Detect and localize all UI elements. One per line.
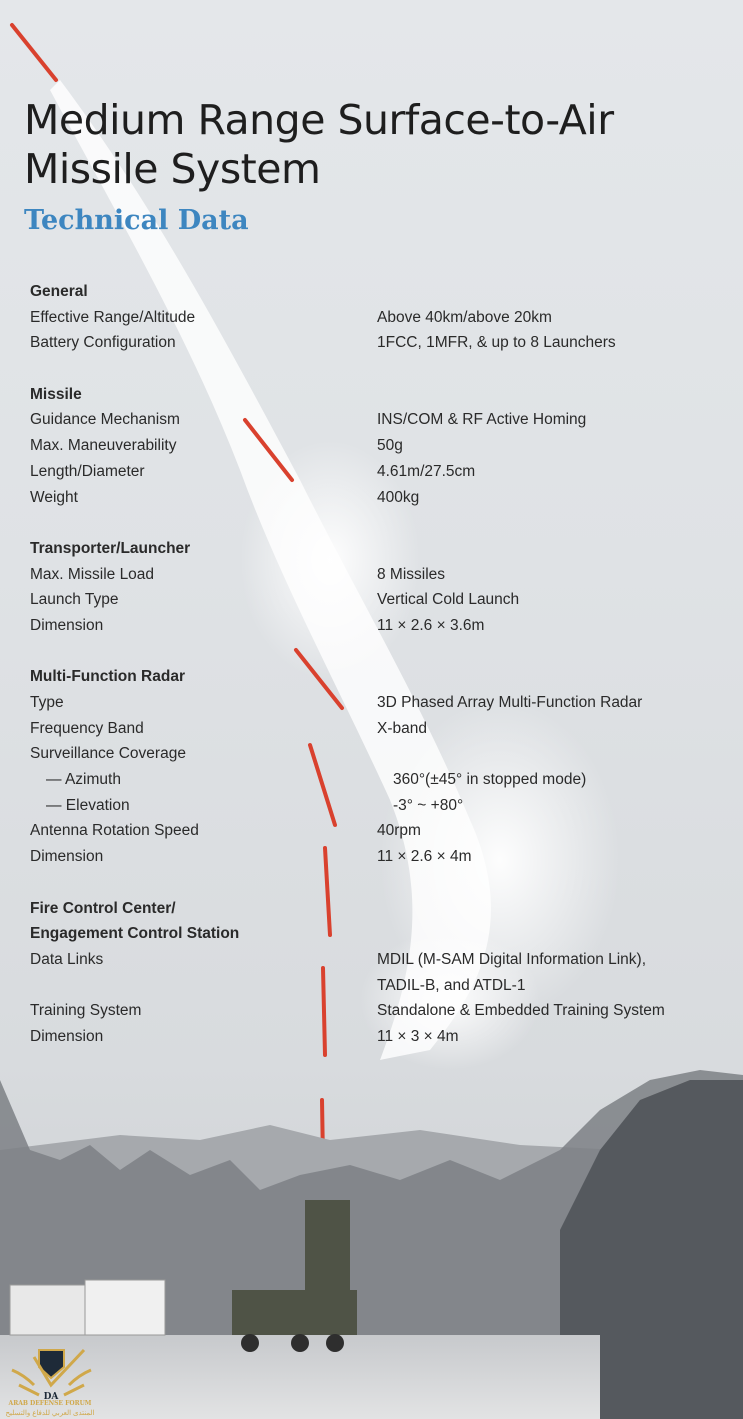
- title-line-2: Missile System: [24, 145, 321, 193]
- treeline: [0, 1070, 743, 1419]
- spec-row: — Azimuth 360°(±45° in stopped mode): [30, 767, 730, 793]
- section-fcc-title-2: Engagement Control Station: [30, 925, 240, 943]
- spec-label: Launch Type: [30, 591, 119, 609]
- spec-value: 1FCC, 1MFR, & up to 8 Launchers: [377, 334, 616, 352]
- spec-label: Training System: [30, 1002, 142, 1020]
- subtitle: Technical Data: [24, 205, 249, 236]
- missile-trail: [10, 23, 344, 1162]
- spec-row: Frequency Band X-band: [30, 716, 730, 742]
- spec-value: 11 × 2.6 × 3.6m: [377, 616, 485, 634]
- spec-label: Frequency Band: [30, 719, 144, 737]
- spec-label: Data Links: [30, 950, 104, 968]
- spec-value: Standalone & Embedded Training System: [377, 1002, 665, 1020]
- title-line-1: Medium Range Surface-to-Air: [24, 96, 614, 144]
- section-launcher-title: Transporter/Launcher: [30, 539, 191, 557]
- smoke-plume: [50, 80, 620, 1070]
- spec-label: Dimension: [30, 848, 104, 866]
- section-fcc-title: Fire Control Center/: [30, 899, 176, 917]
- spec-value: Vertical Cold Launch: [377, 591, 520, 609]
- spec-row: Effective Range/Altitude Above 40km/above…: [30, 305, 730, 331]
- spec-row: Training System Standalone & Embedded Tra…: [30, 998, 730, 1024]
- spec-row: Battery Configuration 1FCC, 1MFR, & up to…: [30, 330, 730, 356]
- spec-value: 11 × 2.6 × 4m: [377, 848, 472, 866]
- spec-value: Above 40km/above 20km: [377, 308, 552, 326]
- spec-label: Surveillance Coverage: [30, 745, 186, 763]
- spec-value: MDIL (M-SAM Digital Information Link),: [377, 950, 647, 968]
- spec-value: TADIL-B, and ATDL-1: [377, 976, 526, 994]
- spec-row: Guidance Mechanism INS/COM & RF Active Ho…: [30, 407, 730, 433]
- section-missile-title: Missile: [30, 385, 82, 403]
- spec-value: 11 × 3 × 4m: [377, 1027, 459, 1045]
- spec-row: Max. Missile Load 8 Missiles: [30, 562, 730, 588]
- spec-row: Length/Diameter 4.61m/27.5cm: [30, 459, 730, 485]
- spec-row: Dimension 11 × 2.6 × 4m: [30, 844, 730, 870]
- spec-row: Type 3D Phased Array Multi-Function Radar: [30, 690, 730, 716]
- spec-label: Dimension: [30, 1027, 104, 1045]
- spec-label: Max. Missile Load: [30, 565, 155, 583]
- right-trees: [560, 1080, 743, 1419]
- spec-label: Dimension: [30, 616, 104, 634]
- spec-label: — Azimuth: [46, 771, 121, 789]
- spec-label: — Elevation: [46, 796, 130, 814]
- spec-label: Antenna Rotation Speed: [30, 822, 199, 840]
- spec-table: General Effective Range/Altitude Above 40…: [30, 279, 730, 1050]
- spec-row: Antenna Rotation Speed 40rpm: [30, 818, 730, 844]
- spec-value: 3D Phased Array Multi-Function Radar: [377, 694, 643, 711]
- spec-label: [30, 973, 377, 999]
- spec-value: 40rpm: [377, 822, 421, 840]
- spec-row: Data Links MDIL (M-SAM Digital Informatio…: [30, 947, 730, 973]
- spec-label: Length/Diameter: [30, 462, 145, 480]
- logo-mark: DA: [44, 1392, 60, 1402]
- spec-value: INS/COM & RF Active Homing: [377, 411, 587, 429]
- section-radar-title: Multi-Function Radar: [30, 668, 185, 686]
- spec-row: Launch Type Vertical Cold Launch: [30, 587, 730, 613]
- spec-value: 360°(±45° in stopped mode): [393, 771, 587, 789]
- spec-value: -3° ~ +80°: [393, 796, 464, 814]
- spec-value: 4.61m/27.5cm: [377, 462, 476, 480]
- watermark-name: ARAB DEFENSE FORUM: [8, 1400, 92, 1407]
- spec-row: TADIL-B, and ATDL-1: [30, 973, 730, 999]
- watermark-logo: DA: [11, 1348, 92, 1402]
- spec-value: X-band: [377, 719, 427, 737]
- container-buildings: [9, 1279, 166, 1336]
- spec-label: Weight: [30, 488, 78, 506]
- spec-row: — Elevation -3° ~ +80°: [30, 793, 730, 819]
- spec-value: 400kg: [377, 488, 420, 506]
- spec-row: Max. Maneuverability 50g: [30, 433, 730, 459]
- page-title: Medium Range Surface-to-Air Missile Syst…: [24, 96, 614, 194]
- spec-label: Battery Configuration: [30, 334, 176, 352]
- spec-row: Dimension 11 × 2.6 × 3.6m: [30, 613, 730, 639]
- spec-label: Guidance Mechanism: [30, 411, 180, 429]
- spec-label: Type: [30, 694, 64, 711]
- spec-value: 8 Missiles: [377, 565, 446, 583]
- spec-value: 50g: [377, 437, 403, 455]
- watermark-arabic: المنتدى العربي للدفاع والتسليح: [5, 1410, 95, 1417]
- spec-row: Surveillance Coverage: [30, 741, 730, 767]
- section-general-title: General: [30, 283, 88, 300]
- spec-row: Weight 400kg: [30, 485, 730, 511]
- launcher-vehicle: [232, 1200, 357, 1352]
- spec-label: Effective Range/Altitude: [30, 308, 196, 326]
- spec-row: Dimension 11 × 3 × 4m: [30, 1024, 730, 1050]
- spec-label: Max. Maneuverability: [30, 437, 177, 455]
